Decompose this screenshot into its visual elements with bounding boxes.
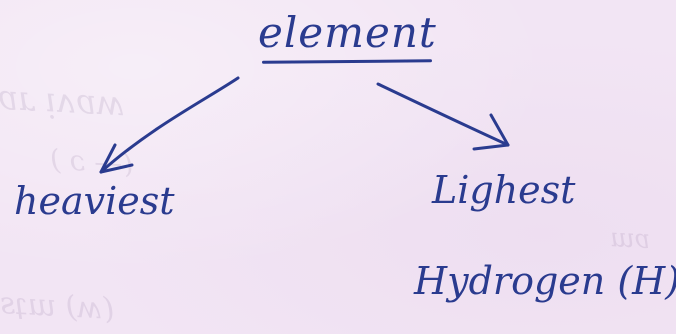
root-node-label: element [258,8,437,57]
left-node-label: heaviest [14,179,175,223]
right-subnode-label: Hydrogen (H) [414,259,676,303]
right-node-label: Lighest [432,168,576,212]
arrowhead-right [472,113,510,151]
arrowhead-left [99,143,134,174]
arrow-to-heaviest [99,76,240,174]
arrow-to-lighest [376,82,510,147]
